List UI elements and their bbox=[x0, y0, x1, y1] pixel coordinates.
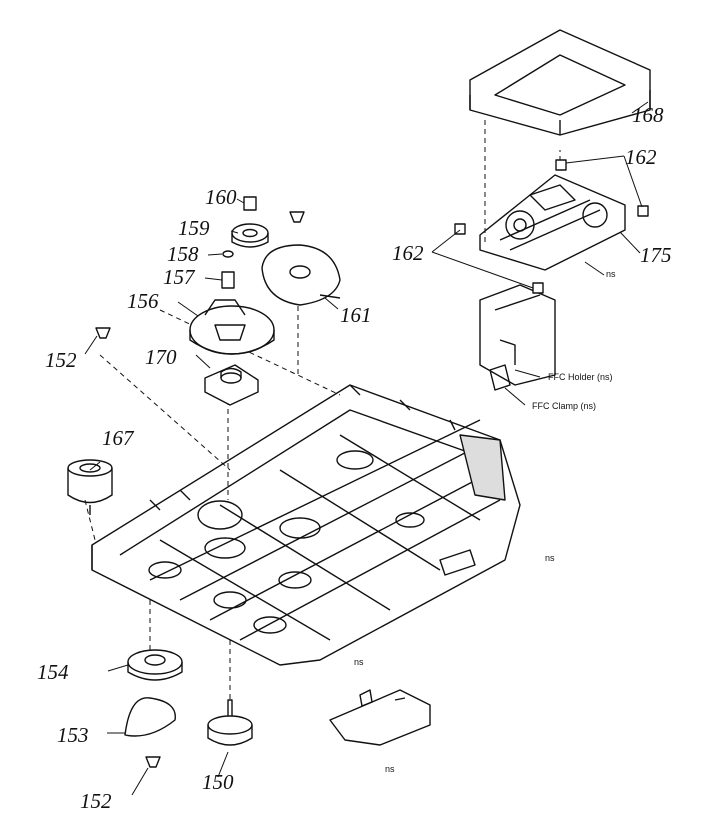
label-170: 170 bbox=[145, 345, 177, 369]
label-160: 160 bbox=[205, 185, 237, 209]
part-170-switch bbox=[204, 364, 259, 406]
note-ffc-clamp: FFC Clamp (ns) bbox=[532, 401, 597, 411]
part-167-motor bbox=[67, 459, 113, 515]
part-161-gear bbox=[261, 244, 341, 306]
label-158: 158 bbox=[167, 242, 199, 266]
part-152-screw-top bbox=[95, 327, 111, 339]
note-ns-bracket-bottom: ns bbox=[385, 764, 395, 774]
part-162-screws bbox=[454, 159, 649, 294]
part-158 bbox=[222, 250, 234, 258]
note-ns-pickup: ns bbox=[606, 269, 616, 279]
part-153-belt bbox=[124, 697, 176, 737]
part-152-screw-bottom bbox=[145, 756, 161, 768]
note-ns-chassis: ns bbox=[545, 553, 555, 563]
label-162-left: 162 bbox=[392, 241, 424, 265]
part-154-pulley bbox=[127, 649, 183, 681]
label-156: 156 bbox=[127, 289, 159, 313]
screw-near-159 bbox=[289, 211, 305, 223]
part-168-frame bbox=[469, 29, 651, 136]
ffc-holder-bracket bbox=[479, 284, 556, 391]
small-bracket-ns bbox=[329, 689, 431, 746]
note-ffc-holder: FFC Holder (ns) bbox=[548, 372, 613, 382]
part-157 bbox=[221, 271, 235, 289]
part-160 bbox=[243, 196, 257, 211]
label-159: 159 bbox=[178, 216, 210, 240]
label-152-top: 152 bbox=[45, 348, 77, 372]
part-175-pickup bbox=[479, 174, 626, 271]
label-150: 150 bbox=[202, 770, 234, 794]
label-153: 153 bbox=[57, 723, 89, 747]
label-154: 154 bbox=[37, 660, 69, 684]
label-162-top: 162 bbox=[625, 145, 657, 169]
note-ns-bracket-top: ns bbox=[354, 657, 364, 667]
part-150-motor bbox=[207, 699, 253, 746]
main-chassis bbox=[91, 384, 521, 666]
part-159-gear bbox=[231, 223, 269, 248]
label-152-bottom: 152 bbox=[80, 789, 112, 813]
label-168: 168 bbox=[632, 103, 664, 127]
label-157: 157 bbox=[163, 265, 195, 289]
label-175: 175 bbox=[640, 243, 672, 267]
label-167: 167 bbox=[102, 426, 134, 450]
label-161: 161 bbox=[340, 303, 372, 327]
part-156-gear bbox=[189, 299, 275, 355]
